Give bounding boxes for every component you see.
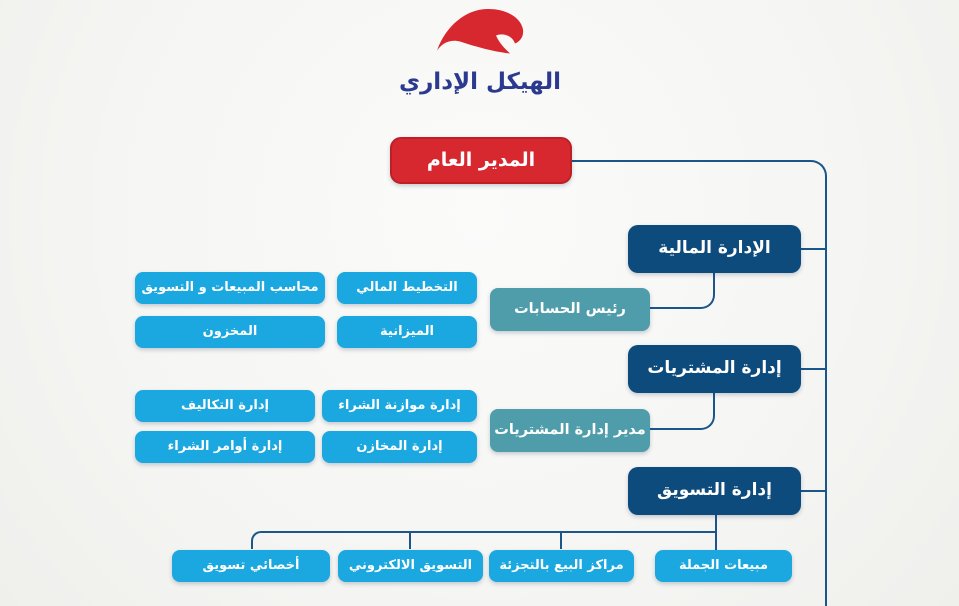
- connector-financial-manager: [650, 273, 715, 309]
- unit-box-e-marketing: التسويق الالكتروني: [338, 550, 483, 582]
- manager-box-head-of-accounts: رئيس الحسابات: [490, 288, 650, 331]
- unit-box-financial-planning: التخطيط المالي: [337, 272, 477, 304]
- brand-swoosh-icon: [437, 8, 524, 54]
- page-title: الهيكل الإداري: [398, 69, 562, 95]
- connector-bus-retail: [560, 531, 562, 549]
- unit-box-marketing-specialist: أخصائي تسويق: [172, 550, 330, 582]
- connector-marketing-bus: [251, 531, 715, 549]
- unit-box-retail-centers: مراكز البيع بالتجزئة: [489, 550, 634, 582]
- unit-box-purchase-orders: إدارة أوامر الشراء: [135, 431, 315, 463]
- dept-box-marketing: إدارة التسويق: [628, 467, 801, 515]
- unit-box-cost-management: إدارة التكاليف: [135, 390, 315, 422]
- manager-box-purchasing-manager: مدير إدارة المشتريات: [490, 409, 650, 452]
- connector-marketing-drop: [715, 515, 717, 550]
- unit-box-purchase-budget: إدارة موازنة الشراء: [322, 390, 477, 422]
- unit-box-sales-marketing-accountant: محاسب المبيعات و التسويق: [135, 272, 325, 304]
- connector-rail-financial: [800, 248, 826, 250]
- connector-rail-purchasing: [800, 368, 826, 370]
- connector-rail-marketing: [800, 490, 826, 492]
- unit-box-inventory: المخزون: [135, 316, 325, 348]
- unit-box-wholesale-sales: مبيعات الجملة: [655, 550, 792, 582]
- connector-purchasing-manager: [650, 393, 715, 430]
- unit-box-budget: الميزانية: [337, 316, 477, 348]
- root-box-general-manager: المدير العام: [390, 137, 572, 184]
- connector-root-rail: [571, 160, 827, 606]
- unit-box-warehouses: إدارة المخازن: [322, 431, 477, 463]
- dept-box-purchasing: إدارة المشتريات: [628, 345, 801, 393]
- connector-bus-emarketing: [409, 531, 411, 549]
- dept-box-financial: الإدارة المالية: [628, 225, 801, 273]
